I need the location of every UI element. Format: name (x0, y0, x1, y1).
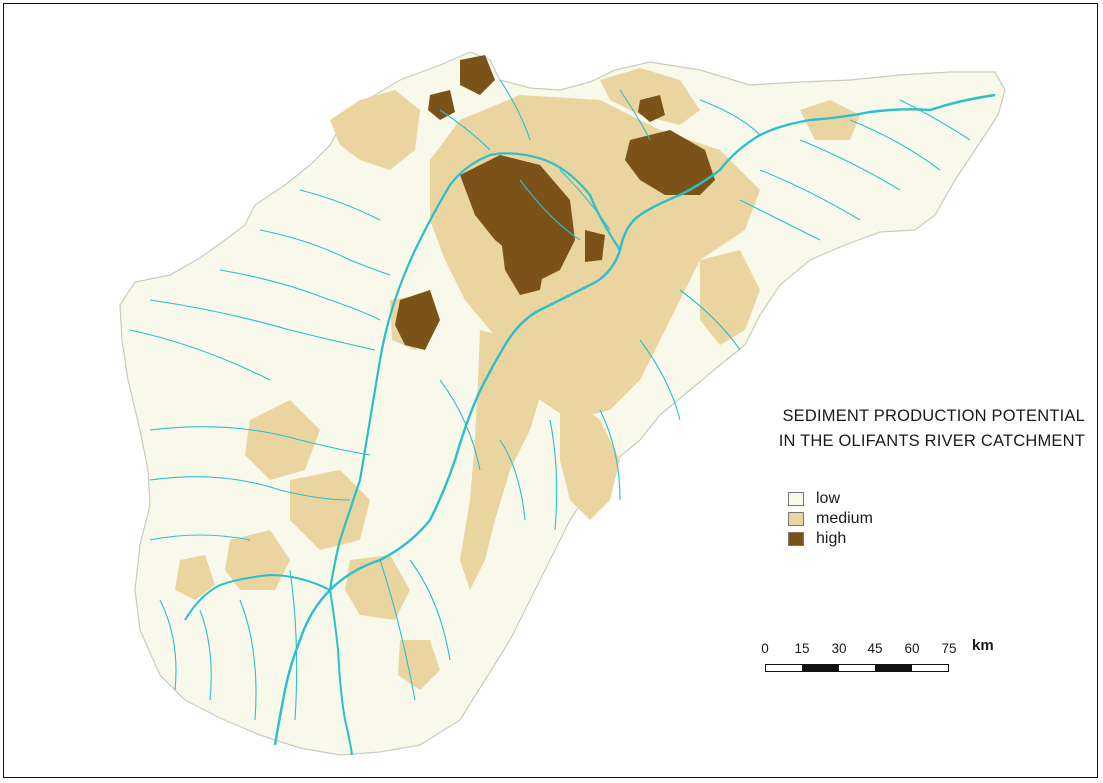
scale-unit: km (972, 637, 994, 654)
legend: low medium high (788, 489, 873, 549)
legend-swatch-medium (788, 512, 804, 526)
legend-label-low: low (816, 490, 841, 507)
scale-segment (802, 665, 839, 671)
high-areas (395, 55, 715, 350)
legend-swatch-high (788, 532, 804, 546)
scale-ticks: 0 15 30 45 60 75 (757, 641, 997, 661)
main-river (273, 93, 996, 746)
main-river-west (184, 573, 331, 621)
legend-label-medium: medium (816, 510, 873, 527)
scale-bar-graphic (765, 664, 949, 672)
map-title-line-1: SEDIMENT PRODUCTION POTENTIAL (782, 407, 1085, 425)
scale-tick: 45 (867, 641, 883, 656)
scale-tick: 75 (941, 641, 957, 656)
scale-tick: 30 (831, 641, 847, 656)
main-river-south (329, 589, 353, 756)
map-title: SEDIMENT PRODUCTION POTENTIAL IN THE OLI… (705, 404, 1085, 454)
legend-swatch-low (788, 492, 804, 506)
legend-item-high: high (788, 529, 873, 549)
legend-item-low: low (788, 489, 873, 509)
scale-bar: 0 15 30 45 60 75 km (757, 637, 997, 681)
scale-tick: 0 (761, 641, 769, 656)
scale-tick: 60 (904, 641, 920, 656)
scale-segment (911, 665, 949, 671)
scale-tick: 15 (794, 641, 810, 656)
legend-item-medium: medium (788, 509, 873, 529)
legend-label-high: high (816, 530, 847, 547)
river-tributaries (129, 79, 971, 721)
map-title-line-2: IN THE OLIFANTS RIVER CATCHMENT (778, 432, 1085, 450)
main-river-branch (328, 152, 621, 591)
scale-segment (875, 665, 912, 671)
scale-segment (838, 665, 876, 671)
scale-segment (766, 665, 803, 671)
